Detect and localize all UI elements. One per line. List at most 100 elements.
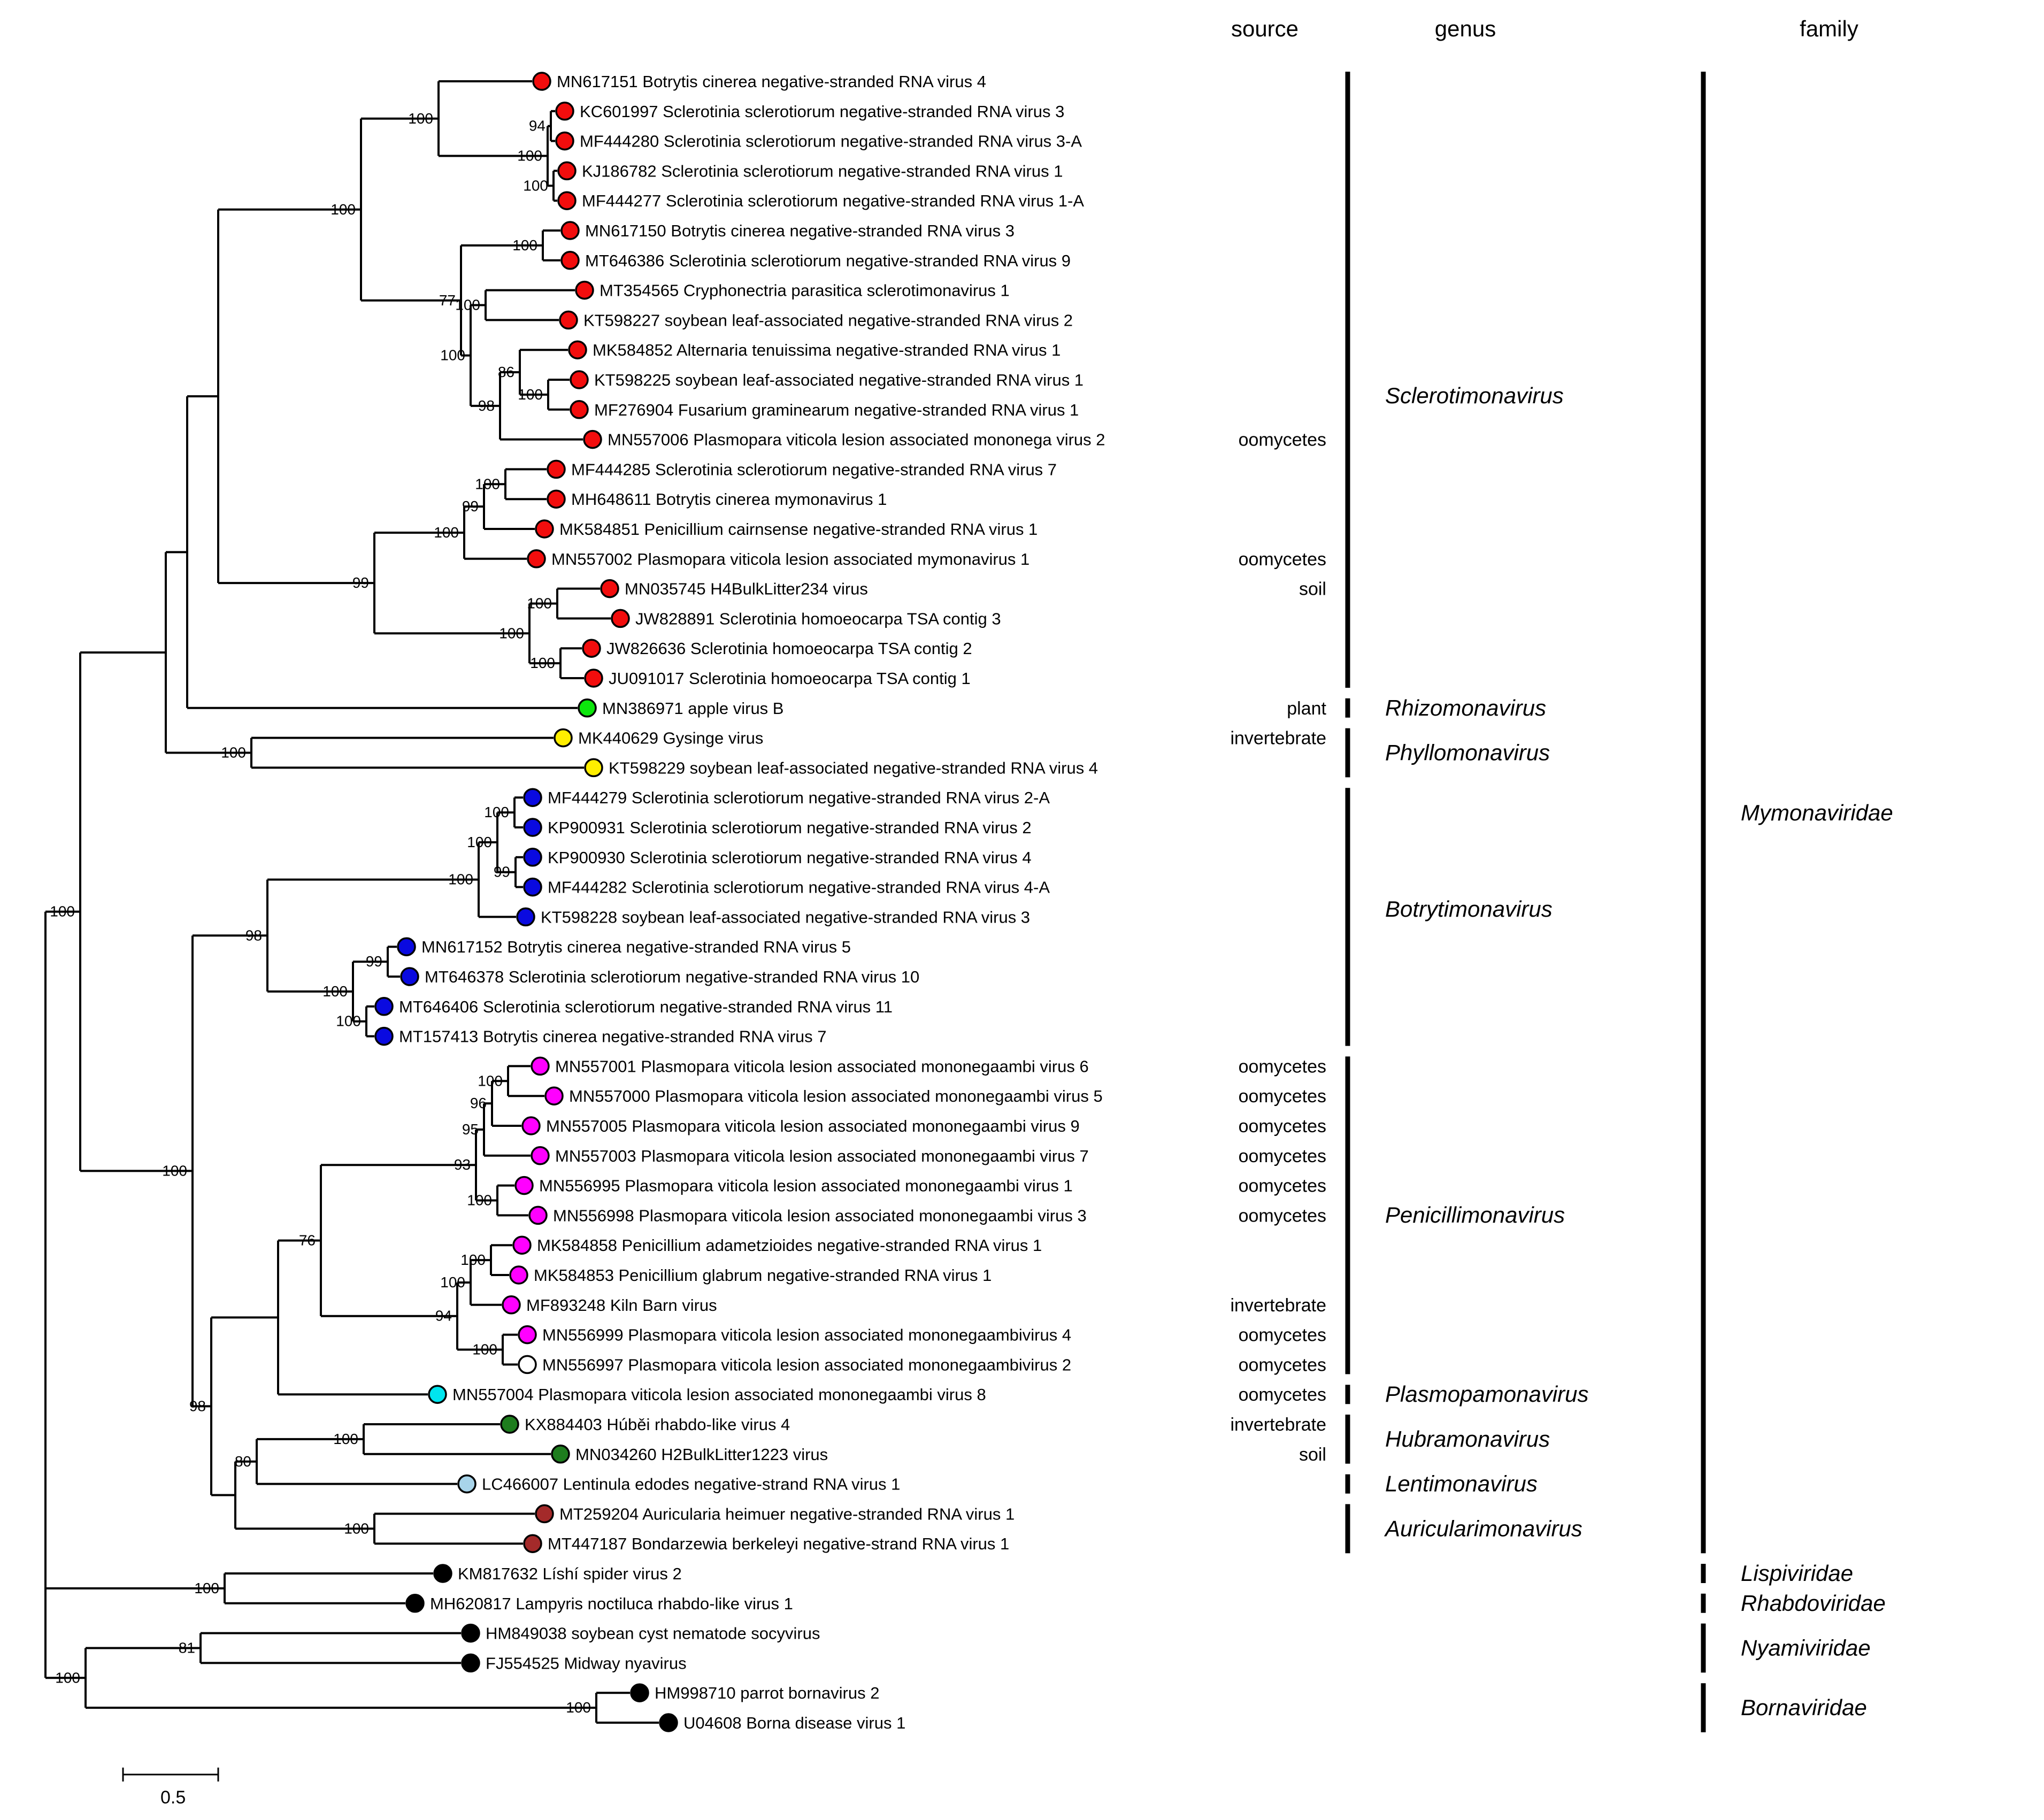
tip-label: MF444277 Sclerotinia sclerotiorum negati… xyxy=(582,191,1084,210)
tip-label: JW826636 Sclerotinia homoeocarpa TSA con… xyxy=(606,639,972,658)
tip-circle-magenta xyxy=(531,1146,550,1165)
tip-label: HM998710 parrot bornavirus 2 xyxy=(655,1684,879,1702)
family-label: Bornaviridae xyxy=(1741,1695,1867,1720)
bootstrap-label: 77 xyxy=(439,292,456,309)
tip-circle-black xyxy=(461,1623,480,1643)
tip-label: LC466007 Lentinula edodes negative-stran… xyxy=(482,1475,900,1494)
source-label: soil xyxy=(1299,1445,1326,1465)
bootstrap-label: 100 xyxy=(566,1699,591,1716)
tip-circle-lightblue xyxy=(457,1474,477,1494)
tip-circle-red xyxy=(532,72,551,91)
tip-circle-blue xyxy=(516,907,535,927)
bootstrap-label: 100 xyxy=(518,386,543,403)
tip-label: MN617152 Botrytis cinerea negative-stran… xyxy=(421,938,851,956)
tip-circle-red xyxy=(583,429,602,449)
tip-circle-magenta xyxy=(502,1295,521,1315)
family-label: Mymonaviridae xyxy=(1741,800,1893,825)
tip-circle-red xyxy=(555,102,574,121)
source-label: plant xyxy=(1287,698,1326,719)
tip-label: MN386971 apple virus B xyxy=(602,699,783,718)
tip-circle-magenta xyxy=(528,1205,548,1225)
tip-circle-blue xyxy=(400,967,419,986)
source-label: invertebrate xyxy=(1230,728,1326,749)
tip-label: MN617150 Botrytis cinerea negative-stran… xyxy=(585,221,1015,240)
tip-circle-magenta xyxy=(509,1265,528,1285)
tip-label: MN557000 Plasmopara viticola lesion asso… xyxy=(569,1087,1103,1105)
tip-label: MH648611 Botrytis cinerea mymonavirus 1 xyxy=(571,490,887,509)
tip-circle-blue xyxy=(374,997,394,1016)
tip-circle-magenta xyxy=(514,1176,534,1195)
tip-label: MF444279 Sclerotinia sclerotiorum negati… xyxy=(548,788,1050,807)
genus-label: Auricularimonavirus xyxy=(1384,1516,1582,1541)
tip-circle-darkred xyxy=(535,1504,554,1524)
tip-label: MK584853 Penicillium glabrum negative-st… xyxy=(534,1266,992,1285)
bootstrap-label: 94 xyxy=(529,118,545,134)
tip-circle-black xyxy=(659,1713,678,1732)
tip-circle-black xyxy=(461,1653,480,1673)
tip-circle-magenta xyxy=(512,1235,532,1255)
tip-label: JU091017 Sclerotinia homoeocarpa TSA con… xyxy=(609,669,971,688)
source-label: invertebrate xyxy=(1230,1415,1326,1435)
scale-bar-label: 0.5 xyxy=(160,1787,186,1808)
tip-circle-red xyxy=(560,251,580,270)
tip-label: KC601997 Sclerotinia sclerotiorum negati… xyxy=(580,102,1064,121)
tip-circle-magenta xyxy=(518,1325,537,1345)
source-label: soil xyxy=(1299,579,1326,600)
bootstrap-label: 100 xyxy=(408,110,433,127)
source-label: oomycetes xyxy=(1239,1325,1326,1346)
source-label: oomycetes xyxy=(1239,430,1326,450)
bootstrap-label: 100 xyxy=(55,1669,80,1686)
bootstrap-label: 99 xyxy=(462,498,479,514)
tip-circle-white xyxy=(518,1355,537,1374)
genus-label: Hubramonavirus xyxy=(1385,1426,1550,1452)
genus-label: Botrytimonavirus xyxy=(1385,896,1553,921)
bootstrap-label: 100 xyxy=(460,1251,486,1268)
tip-label: KT598225 soybean leaf-associated negativ… xyxy=(594,371,1084,389)
tip-circle-red xyxy=(559,310,578,330)
bootstrap-label: 100 xyxy=(530,655,555,671)
genus-label: Penicillimonavirus xyxy=(1385,1202,1565,1227)
tip-circle-red xyxy=(527,549,546,569)
bootstrap-label: 86 xyxy=(498,364,514,380)
tip-circle-darkred xyxy=(523,1534,542,1553)
bootstrap-label: 100 xyxy=(440,1274,465,1291)
tip-circle-red xyxy=(557,191,577,210)
tip-circle-black xyxy=(433,1564,452,1583)
tip-circle-magenta xyxy=(531,1056,550,1076)
bootstrap-label: 76 xyxy=(299,1232,316,1248)
tip-label: MF276904 Fusarium graminearum negative-s… xyxy=(594,401,1079,419)
tip-circle-red xyxy=(568,340,587,359)
bootstrap-label: 100 xyxy=(475,475,500,492)
tip-circle-red xyxy=(600,579,619,598)
tip-label: MT646378 Sclerotinia sclerotiorum negati… xyxy=(425,967,919,986)
tip-circle-cyan xyxy=(428,1385,447,1404)
tip-label: MF444285 Sclerotinia sclerotiorum negati… xyxy=(571,460,1057,479)
tip-label: MT646406 Sclerotinia sclerotiorum negati… xyxy=(399,997,893,1016)
bootstrap-label: 100 xyxy=(162,1162,187,1179)
tip-label: KM817632 Líshí spider virus 2 xyxy=(458,1564,682,1583)
bootstrap-label: 100 xyxy=(336,1013,361,1030)
tip-circle-red xyxy=(547,489,566,509)
tip-label: KT598229 soybean leaf-associated negativ… xyxy=(609,758,1098,777)
tip-circle-yellow xyxy=(584,758,603,778)
bootstrap-label: 100 xyxy=(448,871,473,888)
family-label: Rhabdoviridae xyxy=(1741,1591,1886,1616)
bootstrap-label: 80 xyxy=(235,1453,251,1470)
tip-circle-red xyxy=(535,519,554,539)
bootstrap-label: 100 xyxy=(221,744,246,761)
tip-label: MN556998 Plasmopara viticola lesion asso… xyxy=(553,1206,1087,1225)
bootstrap-label: 100 xyxy=(478,1072,503,1089)
genus-label: Plasmopamonavirus xyxy=(1385,1381,1589,1407)
tip-circle-blue xyxy=(374,1026,394,1046)
tip-label: MH620817 Lampyris noctiluca rhabdo-like … xyxy=(430,1594,793,1613)
bootstrap-label: 99 xyxy=(352,574,369,591)
bootstrap-label: 100 xyxy=(467,834,492,850)
bootstrap-label: 100 xyxy=(331,201,356,218)
tip-label: MN556997 Plasmopara viticola lesion asso… xyxy=(542,1355,1071,1374)
source-label: oomycetes xyxy=(1239,1385,1326,1405)
tip-label: HM849038 soybean cyst nematode socyvirus xyxy=(486,1624,820,1643)
tip-circle-red xyxy=(547,459,566,479)
tip-circle-darkgreen xyxy=(500,1415,519,1434)
tip-label: MT354565 Cryphonectria parasitica sclero… xyxy=(600,281,1010,300)
